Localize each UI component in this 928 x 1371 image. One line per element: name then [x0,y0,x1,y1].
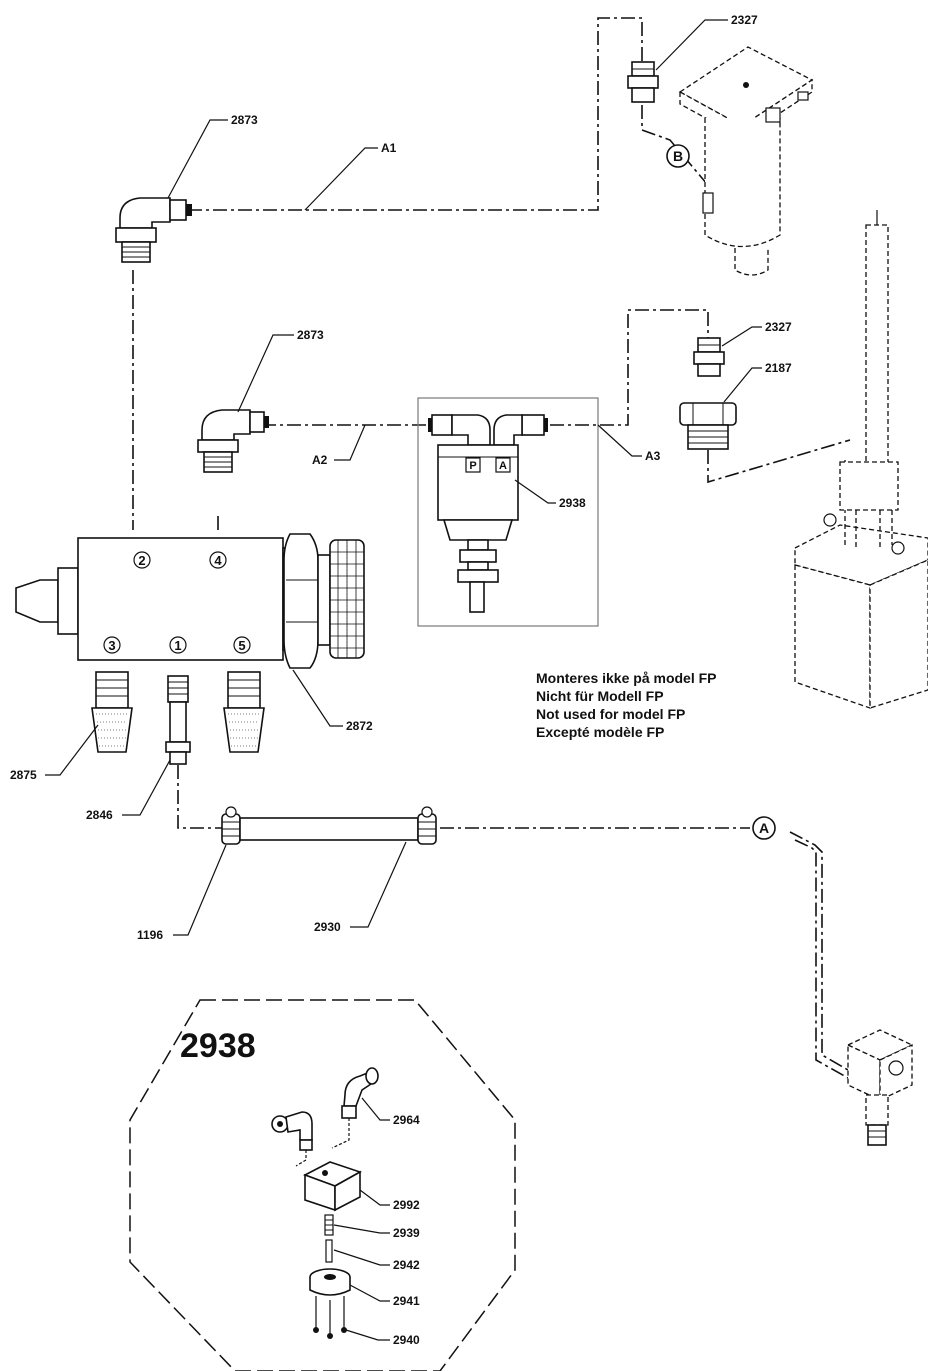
label-2327-top: 2327 [731,13,758,27]
label-2846: 2846 [86,808,113,822]
tank-lug-right [891,541,905,555]
label-2187: 2187 [765,361,792,375]
leader-lines [45,19,762,936]
cylinder-plate-hole [743,82,749,88]
label-a3: A3 [645,449,661,463]
detail-elbow-left [271,1111,313,1151]
adapter-2187 [679,402,737,450]
label-a1: A1 [381,141,397,155]
cylinder-body [704,118,781,248]
pipe-lines [132,17,851,1079]
label-2940: 2940 [393,1333,420,1347]
tube-2930 [221,806,437,845]
label-2939: 2939 [393,1226,420,1240]
label-2941: 2941 [393,1294,420,1308]
svg-text:B: B [673,148,683,164]
svg-text:A: A [759,820,769,836]
elbow-2873-mid [197,409,269,473]
tank-top [794,524,928,586]
note-line-3: Not used for model FP [536,706,685,722]
cylinder-top-right [678,46,814,276]
valve-nozzle [15,579,59,623]
callout-a: A [752,816,776,840]
cylinder-nut [765,107,781,123]
silencer-2875-left [91,671,133,753]
valve-frame [417,397,599,627]
label-2873-top: 2873 [231,113,258,127]
tank-right [794,210,928,709]
port-4-label: 4 [214,553,222,568]
detail-octagon [129,999,516,1371]
label-2875: 2875 [10,768,37,782]
nipple-2846 [165,675,191,765]
model-note: Monteres ikke på model FP Nicht für Mode… [536,670,717,740]
detail-spring-2939 [324,1214,334,1236]
port-2-label: 2 [138,553,145,568]
port-1-label: 1 [174,638,181,653]
valve-body [437,444,519,521]
port-1-circle [169,636,187,654]
note-line-2: Nicht für Modell FP [536,688,664,704]
pipe-a-to-filter-2 [794,839,849,1079]
label-2327-mid: 2327 [765,320,792,334]
label-a2: A2 [312,453,328,467]
valve-port-p: P [469,460,476,472]
pipe-b [641,105,713,191]
cylinder-rod-end [734,248,769,276]
valve-assembly-2938: P A [417,397,599,627]
detail-block-2992 [303,1161,362,1212]
fitting-2327-top [627,61,659,103]
port-5-circle [233,636,251,654]
label-2964: 2964 [393,1113,420,1127]
cylinder-bolt [797,91,809,101]
label-1196: 1196 [137,928,163,942]
label-2930: 2930 [314,920,341,934]
part-labels: 2327 2873 A1 2873 2327 2187 A2 A3 2938 2… [10,13,792,942]
tank-side [869,559,928,709]
valve-port-a: A [499,460,507,472]
label-2873-mid: 2873 [297,328,324,342]
label-2992: 2992 [393,1198,420,1212]
label-2942: 2942 [393,1258,420,1272]
tank-block [839,461,899,511]
tank-lug-left [823,513,837,527]
fitting-2327-mid [693,337,725,377]
port-4-circle [209,551,227,569]
valve-nut [283,533,319,669]
cylinder-port [702,192,714,214]
tank-front [794,564,871,709]
pipe-2846-down [177,765,222,829]
pipe-a-to-filter [789,831,849,1071]
note-line-1: Monteres ikke på model FP [536,670,717,686]
detail-nut-2941 [309,1268,351,1296]
port-3-circle [103,636,121,654]
silencer-2875-right [223,671,265,753]
pipe-a3 [550,309,709,426]
main-valve-2872: 2 4 3 1 5 [15,533,365,669]
detail-screws-2940 [313,1296,347,1339]
callout-b: B [666,144,690,168]
port-5-label: 5 [238,638,245,653]
elbow-2873-top [115,197,192,263]
note-line-4: Excepté modèle FP [536,724,664,740]
detail-2938: 2938 [129,999,516,1371]
pipe-2187-tank [707,439,851,484]
label-2872: 2872 [346,719,373,733]
tank-tube [865,224,889,466]
detail-pin-2942 [325,1239,333,1263]
detail-title: 2938 [180,1027,256,1065]
port-2-circle [133,551,151,569]
label-2938: 2938 [559,496,586,510]
port-3-label: 3 [108,638,115,653]
filter-bottom-right [846,1029,914,1146]
pipe-a1 [188,17,643,211]
